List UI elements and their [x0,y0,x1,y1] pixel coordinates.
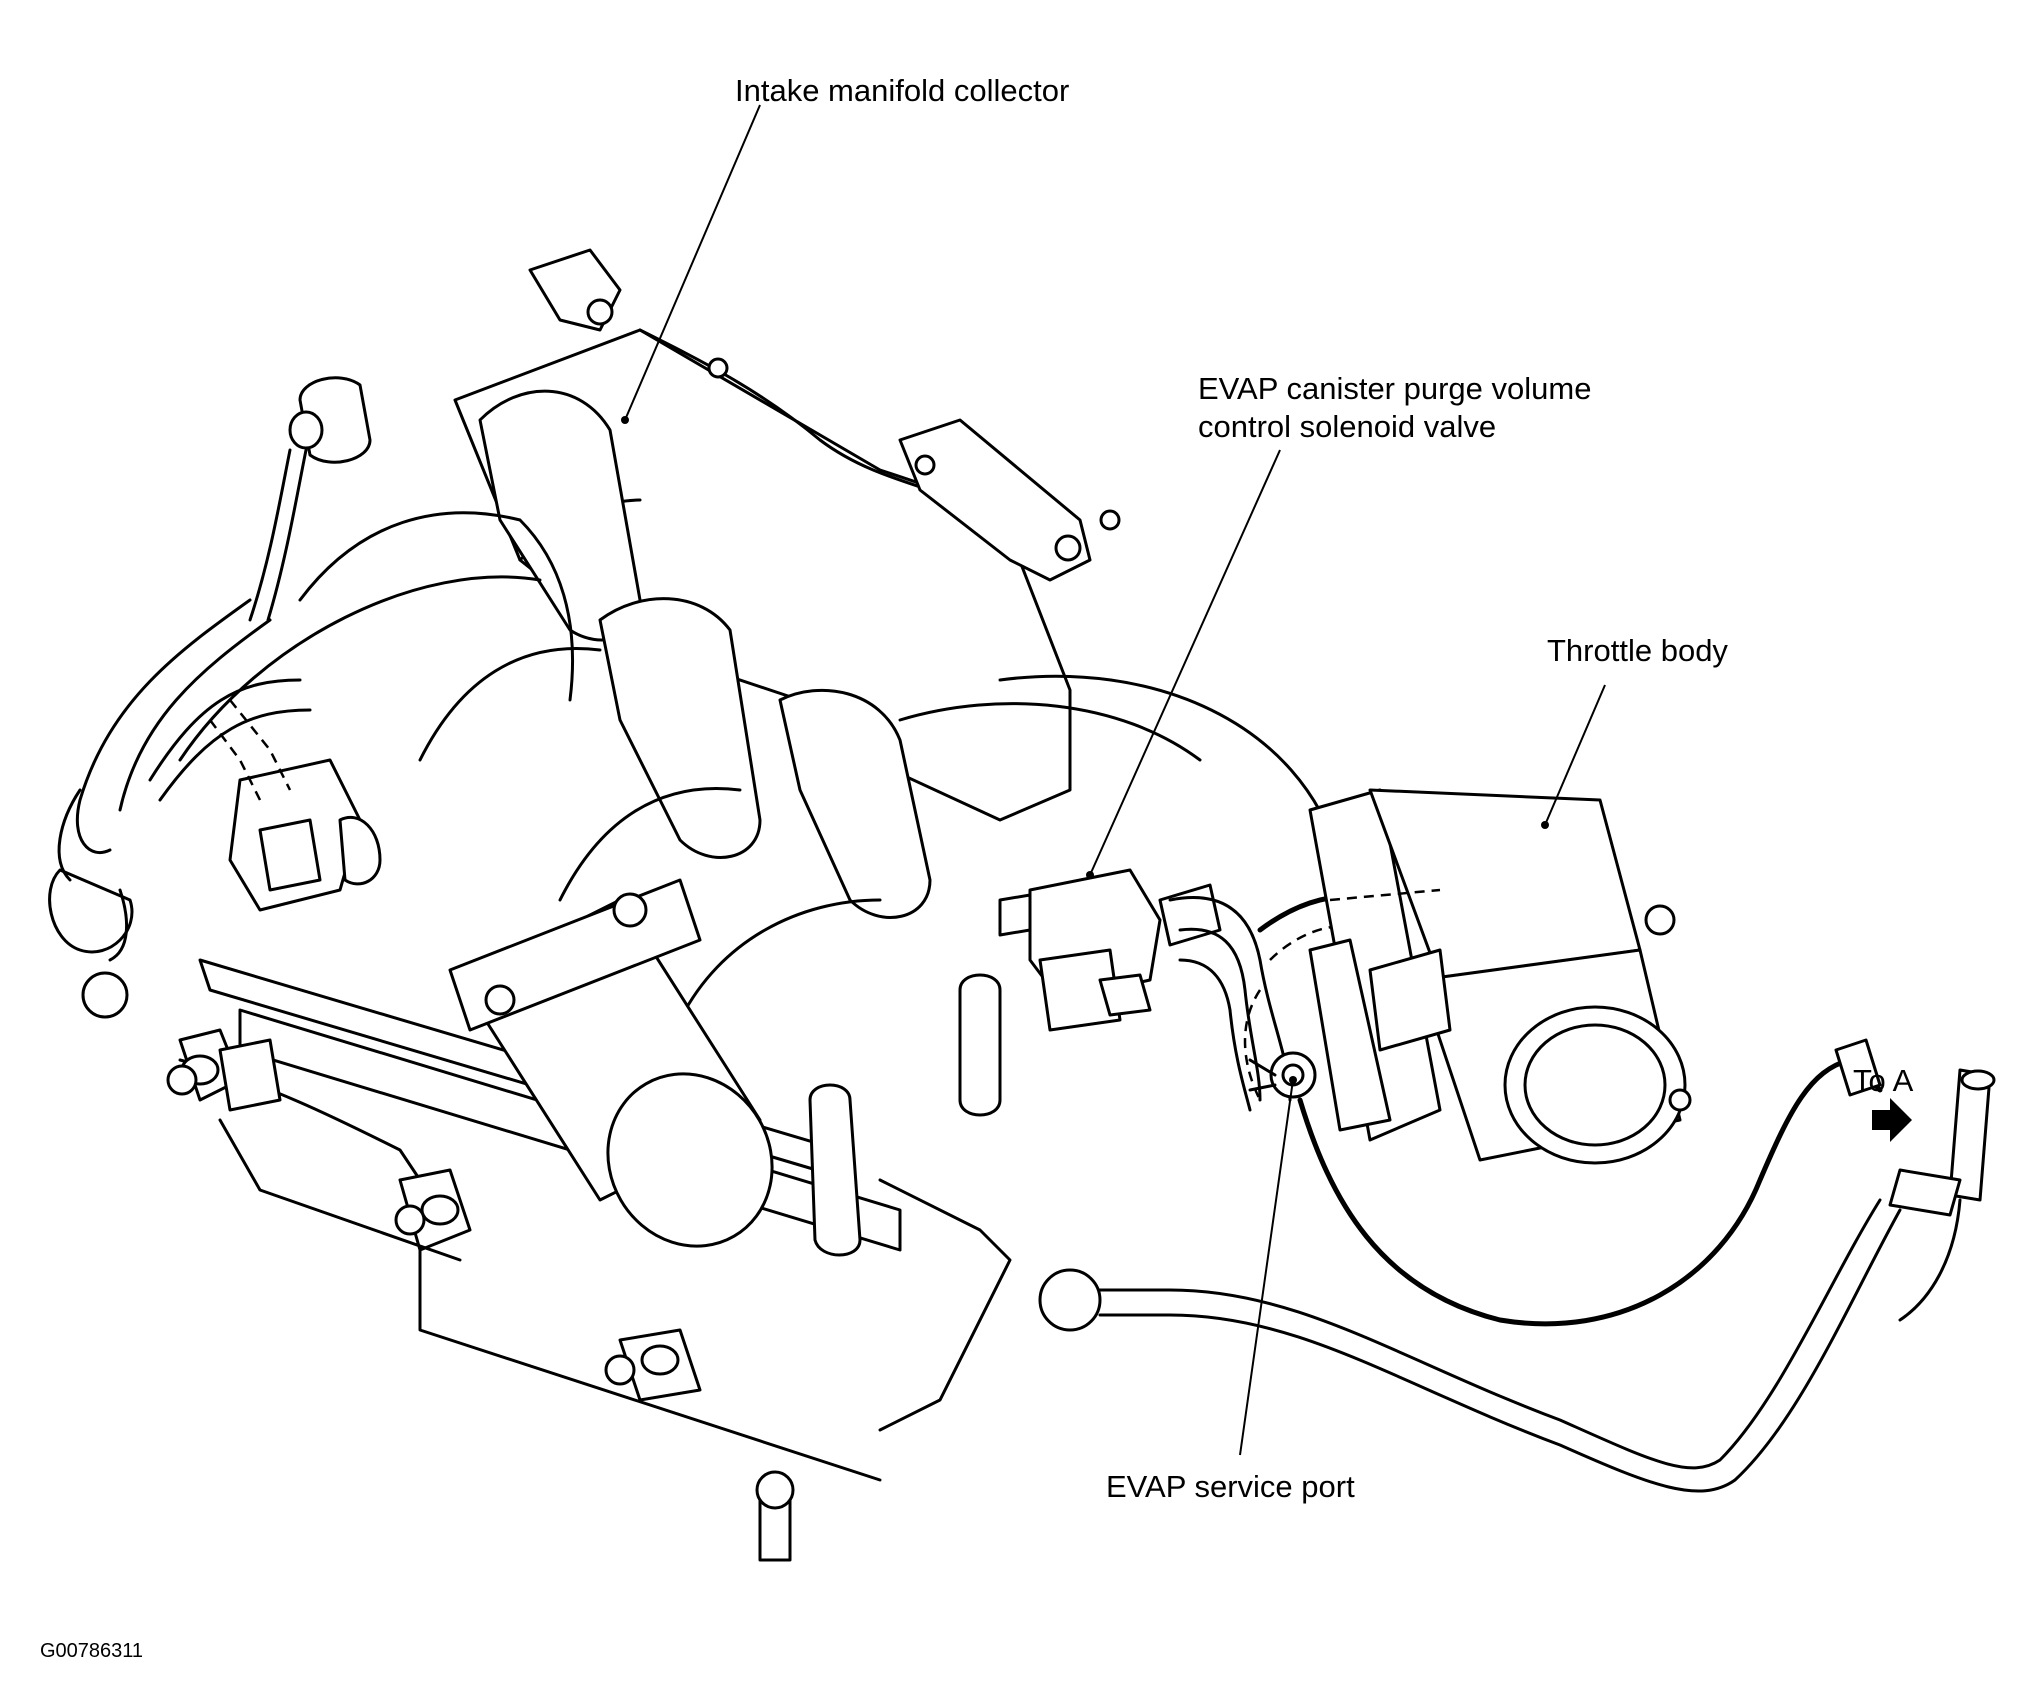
label-intake-manifold-collector: Intake manifold collector [735,73,1070,108]
arrow-right-icon [1872,1098,1912,1142]
left-hoses [48,598,382,1019]
leader-throttle-body [1544,684,1606,826]
intake-manifold-collector [178,248,1342,1022]
figure-id: G00786311 [40,1640,144,1662]
leader-dot-evap-service-port [1289,1076,1297,1084]
label-evap-purge-valve-line2: control solenoid valve [1198,409,1497,444]
evap-service-port-assembly [1168,1038,1996,1493]
throttle-body [1308,788,1692,1165]
leader-dot-intake-manifold [621,416,629,424]
damper-cylinder [448,878,1002,1257]
label-to-a: To A [1853,1063,1914,1098]
leader-evap-purge-valve [1089,449,1281,876]
leader-lines [621,104,1606,1456]
label-throttle-body: Throttle body [1547,633,1728,668]
leader-dot-evap-purge-valve [1086,871,1094,879]
leader-evap-service-port [1239,1079,1294,1456]
leader-intake-manifold [624,104,761,421]
evap-purge-solenoid-valve [998,868,1222,1032]
label-evap-purge-valve-line1: EVAP canister purge volume [1198,371,1592,406]
label-evap-service-port: EVAP service port [1106,1469,1355,1504]
leader-dot-throttle-body [1541,821,1549,829]
